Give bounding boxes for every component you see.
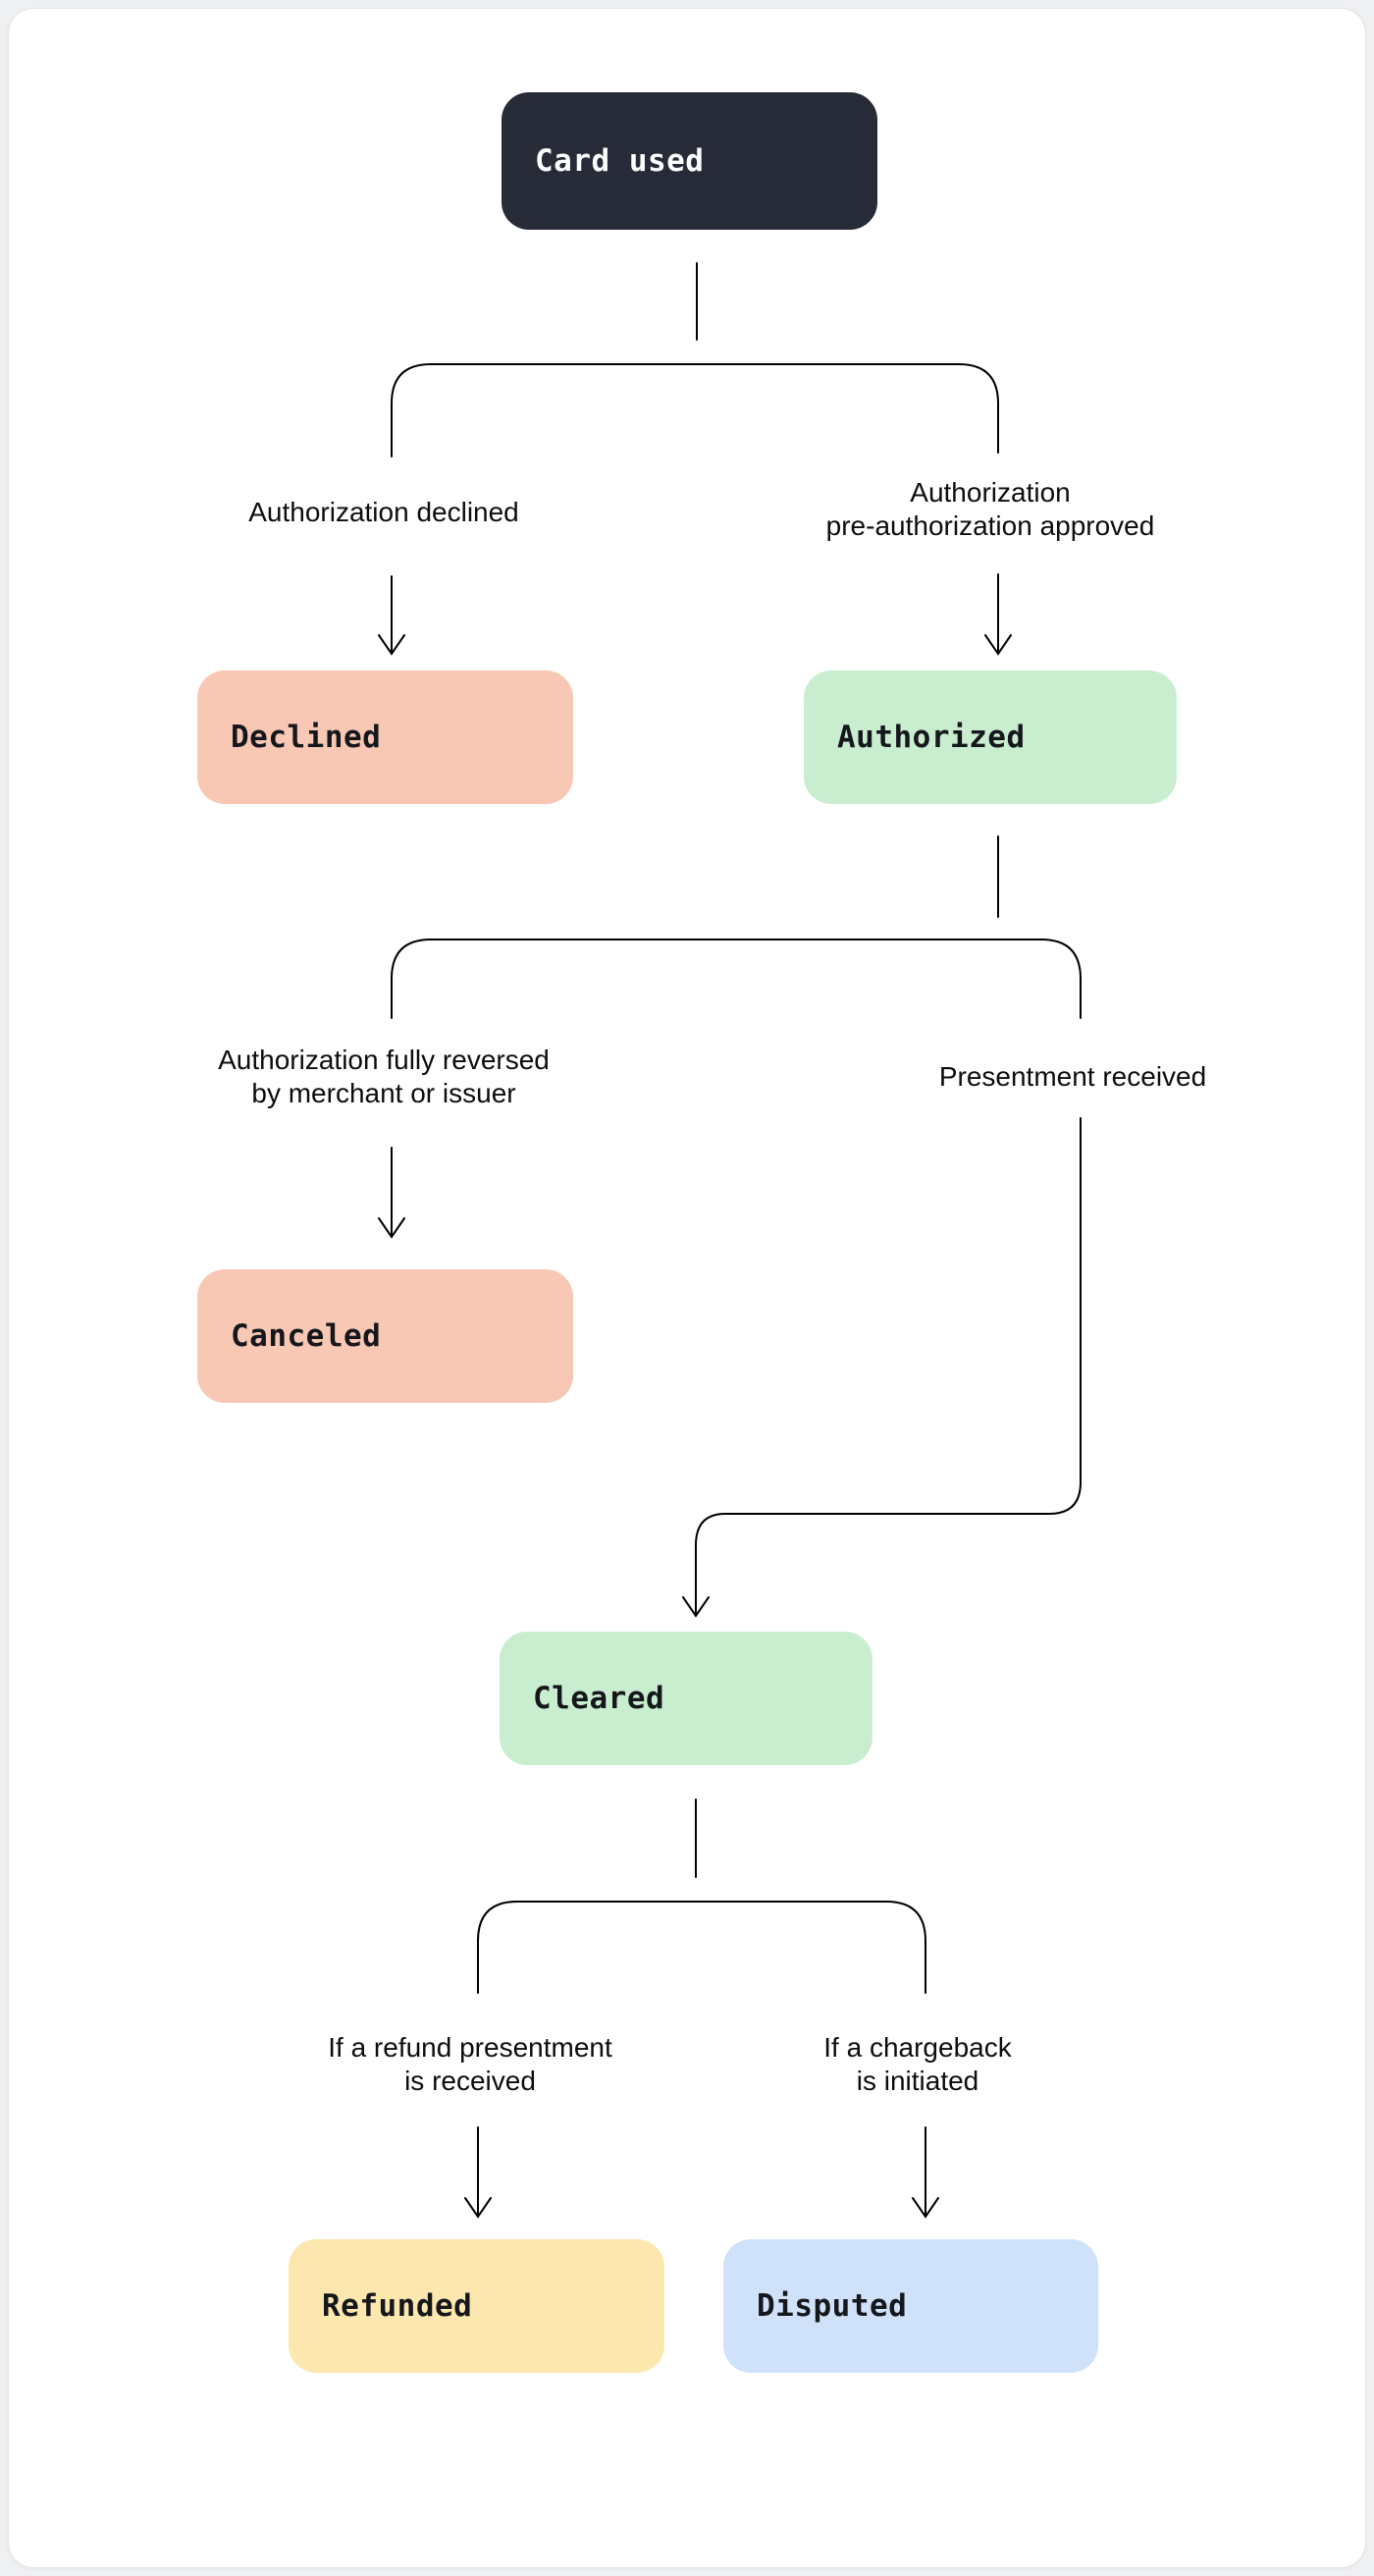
edge-label-line: pre-authorization approved — [825, 510, 1155, 541]
node-canceled: Canceled — [197, 1269, 573, 1403]
branch-bracket-authorized — [391, 939, 1082, 1019]
branch-bracket-cleared — [477, 1901, 926, 1994]
edge-label-line: Authorization declined — [248, 497, 519, 527]
node-disputed: Disputed — [723, 2239, 1098, 2373]
arrow-to-disputed — [912, 2126, 939, 2219]
edge-label-line: Authorization — [910, 477, 1071, 508]
edge-label-line: is received — [404, 2066, 536, 2096]
edge-label-authorization-declined: Authorization declined — [248, 496, 519, 529]
arrow-to-declined — [378, 575, 405, 656]
edge-label-refund-presentment: If a refund presentment is received — [328, 2031, 612, 2098]
node-card-used: Card used — [502, 92, 877, 230]
arrow-to-refunded — [464, 2126, 492, 2219]
arrow-to-canceled — [378, 1147, 405, 1239]
edge-label-authorization-reversed: Authorization fully reversed by merchant… — [218, 1044, 550, 1110]
edge-label-authorization-approved: Authorization pre-authorization approved — [826, 476, 1155, 543]
node-refunded: Refunded — [289, 2239, 664, 2373]
edge-label-line: If a chargeback — [823, 2032, 1012, 2063]
edge-label-line: by merchant or issuer — [251, 1078, 516, 1108]
node-authorized: Authorized — [804, 671, 1177, 804]
edge-label-presentment-received: Presentment received — [939, 1060, 1206, 1094]
diagram-canvas: Card used Declined Authorized Canceled C… — [8, 8, 1366, 2568]
node-declined: Declined — [197, 671, 573, 804]
arrow-to-authorized — [984, 573, 1012, 656]
edge-label-line: If a refund presentment — [328, 2032, 612, 2063]
edge-label-chargeback-initiated: If a chargeback is initiated — [823, 2031, 1011, 2098]
branch-bracket-card-used — [391, 363, 999, 457]
edge-label-line: Authorization fully reversed — [218, 1045, 550, 1075]
arrow-to-cleared — [682, 1117, 1082, 1618]
edge-label-line: is initiated — [856, 2066, 979, 2096]
node-cleared: Cleared — [500, 1632, 872, 1765]
edge-label-line: Presentment received — [938, 1061, 1207, 1092]
